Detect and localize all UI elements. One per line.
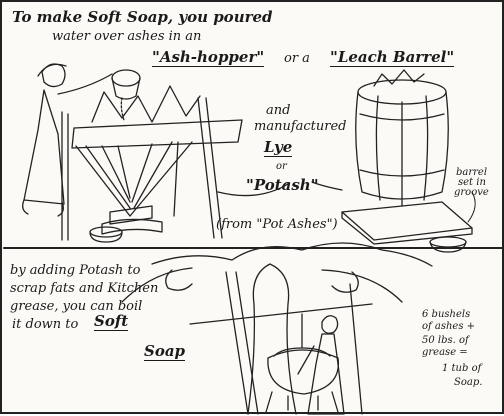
recipe-line-5: 1 tub of (442, 363, 482, 374)
soft-label: Soft (94, 312, 129, 331)
barrel-note-line-2: set in (458, 177, 486, 188)
and-label: and (266, 103, 291, 118)
or-label: or (276, 161, 287, 172)
leach-barrel-label: "Leach Barrel" (330, 48, 455, 67)
from-pot-ashes-label: (from "Pot Ashes") (216, 217, 338, 232)
barrel-note-line-1: barrel (456, 167, 488, 178)
lye-label: Lye (264, 138, 293, 157)
bottom-line-3: grease, you can boil (10, 299, 143, 314)
pouring-bucket (111, 69, 141, 121)
recipe-line-3: 50 lbs. of (422, 335, 469, 346)
connector-line (311, 181, 343, 191)
bottom-line-1: by adding Potash to (10, 263, 141, 278)
title-line-2: water over ashes in an (52, 29, 202, 44)
title-line-1: To make Soft Soap, you poured (12, 8, 273, 26)
tree (121, 242, 433, 415)
boiling-kettle (189, 271, 373, 415)
ash-hopper-label: "Ash-hopper" (152, 48, 265, 67)
or-a-label: or a (284, 51, 310, 66)
woman-stirring-figure (297, 315, 345, 415)
recipe-line-1: 6 bushels (422, 309, 471, 320)
potash-label: "Potash" (246, 176, 319, 194)
soap-label: Soap (144, 342, 186, 361)
manufactured-label: manufactured (254, 119, 347, 134)
ash-hopper (61, 85, 243, 243)
barrel-note-line-3: groove (454, 187, 489, 198)
connector-line (217, 183, 289, 197)
bottom-line-2: scrap fats and Kitchen (10, 281, 159, 296)
woman-pouring-figure (22, 63, 113, 217)
leach-barrel (341, 69, 473, 253)
connector-line (467, 191, 476, 223)
bottom-line-4: it down to (12, 317, 79, 332)
recipe-line-2: of ashes + (422, 321, 476, 332)
recipe-line-4: grease = (422, 347, 468, 358)
recipe-line-6: Soap. (454, 377, 483, 388)
